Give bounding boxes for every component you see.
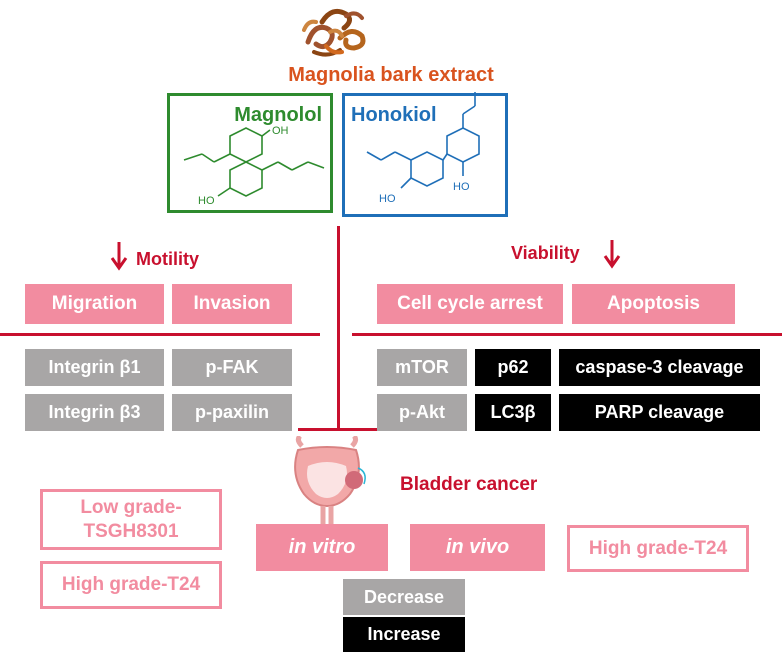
magnolol-oh-text: OH (272, 126, 289, 137)
low-grade-tsgh8301-box: Low grade- TSGH8301 (40, 489, 222, 550)
integrin-b3-marker: Integrin β3 (25, 394, 164, 431)
down-arrow-icon (110, 242, 128, 271)
magnolol-structure: OH HO (183, 126, 325, 207)
magnolol-panel: Magnolol OH HO (167, 93, 333, 213)
inhibition-bar (298, 428, 378, 431)
central-vertical-line (337, 226, 340, 430)
bladder-cancer-label: Bladder cancer (400, 474, 538, 495)
p-paxilin-marker: p-paxilin (172, 394, 292, 431)
high-grade-t24-right-box: High grade-T24 (567, 525, 749, 572)
in-vivo-box: in vivo (410, 524, 545, 571)
honokiol-panel: Honokiol HO HO (342, 92, 508, 217)
honokiol-ho-left-text: HO (379, 193, 396, 205)
integrin-b1-marker: Integrin β1 (25, 349, 164, 386)
honokiol-label: Honokiol (351, 104, 437, 126)
p-akt-marker: p-Akt (377, 394, 467, 431)
honokiol-structure: HO HO (366, 92, 480, 205)
low-grade-line1: Low grade- (80, 496, 182, 518)
high-grade-t24-left-box: High grade-T24 (40, 561, 222, 609)
mtor-marker: mTOR (377, 349, 467, 386)
migration-box: Migration (25, 284, 164, 324)
invasion-box: Invasion (172, 284, 292, 324)
legend-increase: Increase (343, 617, 465, 652)
down-arrow-icon (603, 240, 621, 269)
apoptosis-box: Apoptosis (572, 284, 735, 324)
lc3b-marker: LC3β (475, 394, 551, 431)
cell-cycle-arrest-box: Cell cycle arrest (377, 284, 563, 324)
p-fak-marker: p-FAK (172, 349, 292, 386)
right-divider-line (352, 333, 782, 336)
honokiol-ho-right-text: HO (453, 181, 470, 193)
caspase-3-cleavage-marker: caspase-3 cleavage (559, 349, 760, 386)
parp-cleavage-marker: PARP cleavage (559, 394, 760, 431)
magnolol-ho-text: HO (198, 195, 215, 207)
page-title: Magnolia bark extract (288, 64, 494, 86)
magnolol-label: Magnolol (234, 104, 322, 126)
motility-heading: Motility (136, 249, 199, 269)
low-grade-line2: TSGH8301 (83, 520, 179, 542)
in-vitro-box: in vitro (256, 524, 388, 571)
p62-marker: p62 (475, 349, 551, 386)
magnolia-bark-icon (302, 8, 366, 57)
bladder-icon (294, 436, 366, 534)
legend-decrease: Decrease (343, 579, 465, 615)
viability-heading: Viability (511, 243, 580, 263)
left-divider-line (0, 333, 320, 336)
